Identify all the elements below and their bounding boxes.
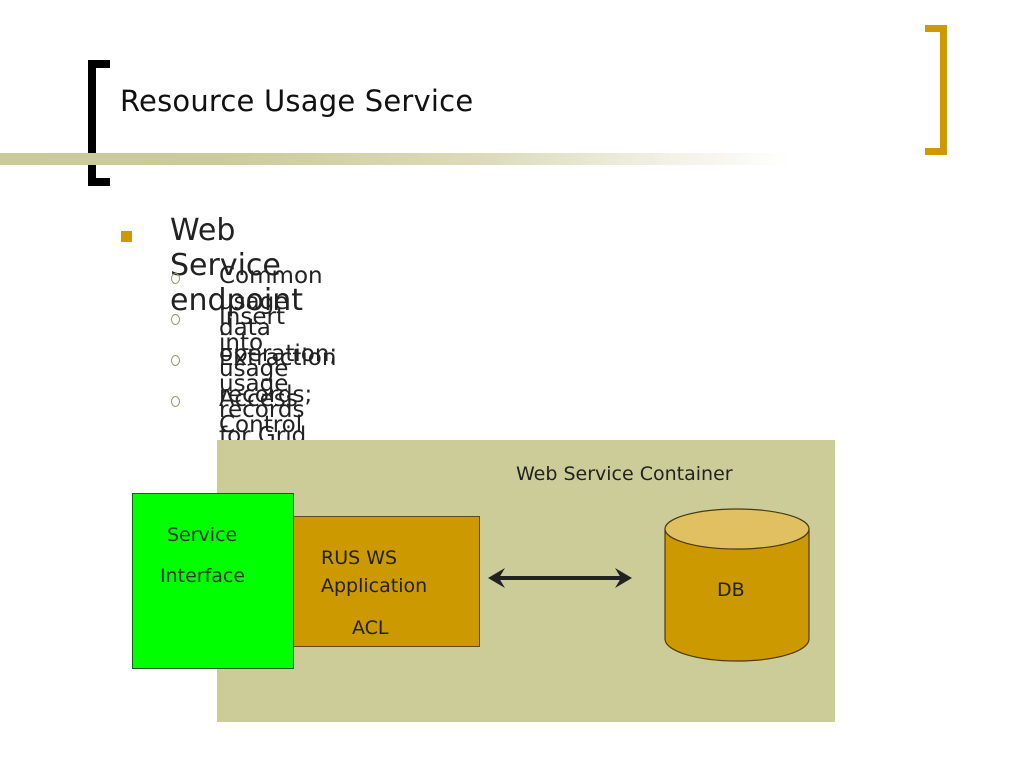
bullet-level2: Insert into usage records; [219, 304, 313, 408]
left-bracket-decoration [88, 60, 110, 186]
database-cylinder-icon [664, 508, 810, 662]
application-label-acl: ACL [352, 617, 389, 639]
circle-bullet-icon [171, 273, 180, 284]
circle-bullet-icon [171, 355, 180, 366]
container-label: Web Service Container [516, 463, 733, 485]
application-label-line1: RUS WS [321, 547, 398, 569]
rus-ws-application-box [292, 516, 480, 647]
right-bracket-decoration [925, 25, 947, 155]
application-label-line2: Application [321, 575, 428, 597]
bidirectional-arrow-icon [488, 568, 632, 588]
interface-label-line1: Service [167, 524, 238, 546]
title-underline-bar [0, 153, 900, 165]
service-interface-box [132, 493, 294, 669]
interface-label-line2: Interface [160, 565, 246, 587]
database-label: DB [717, 579, 745, 601]
circle-bullet-icon [171, 314, 180, 325]
circle-bullet-icon [171, 396, 180, 407]
bullet-level1: Web Service endpoint [170, 213, 304, 318]
square-bullet-icon [121, 231, 132, 242]
slide-title: Resource Usage Service [120, 84, 474, 118]
bullet-level2: Common usage data operation; [219, 263, 338, 367]
